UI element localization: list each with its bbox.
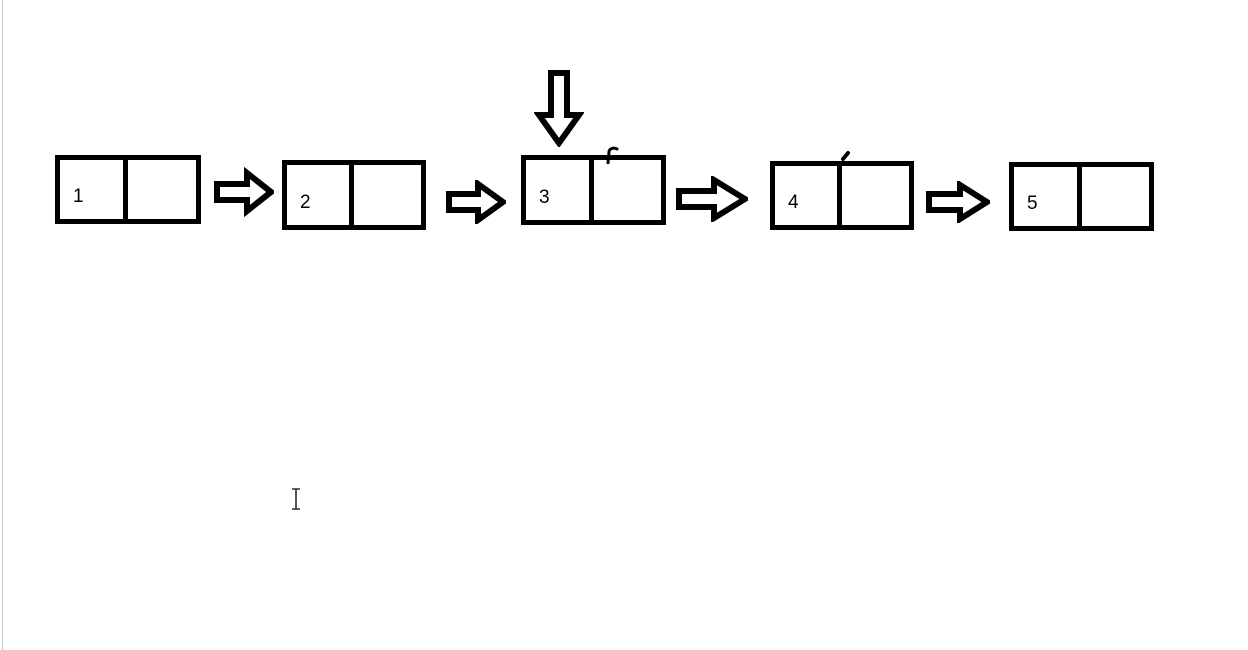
node-1-right-cell[interactable]	[128, 160, 196, 219]
node-4-right-cell[interactable]	[842, 166, 909, 225]
arrow-right-icon-node-2-to-3[interactable]	[446, 180, 506, 224]
node-4-left-cell[interactable]: 4	[775, 166, 842, 225]
node-5-label: 5	[1027, 193, 1038, 214]
node-5-right-cell[interactable]	[1082, 167, 1150, 226]
arrow-down-icon-pointing-at-node-3[interactable]	[534, 69, 584, 147]
node-box-2[interactable]: 2	[282, 160, 426, 230]
node-box-4[interactable]: 4	[770, 161, 914, 230]
ink-dot-mark-above-node-4	[840, 151, 854, 163]
node-5-left-cell[interactable]: 5	[1014, 167, 1082, 226]
node-3-label: 3	[539, 186, 550, 208]
node-2-left-cell[interactable]: 2	[287, 165, 354, 225]
node-2-right-cell[interactable]	[354, 165, 421, 225]
node-2-label: 2	[300, 191, 311, 213]
arrow-right-icon-node-3-to-4[interactable]	[676, 176, 748, 222]
arrow-right-icon-node-4-to-5[interactable]	[926, 181, 990, 223]
node-4-label: 4	[788, 192, 799, 213]
arrow-right-icon-node-1-to-2[interactable]	[214, 167, 274, 217]
node-box-3[interactable]: 3	[521, 155, 666, 225]
node-box-5[interactable]: 5	[1009, 162, 1154, 231]
node-3-right-cell[interactable]	[594, 160, 662, 220]
text-caret-cursor	[290, 487, 302, 511]
ink-hook-mark-above-node-3	[600, 146, 624, 164]
page-left-rule	[2, 0, 3, 650]
node-1-label: 1	[73, 186, 84, 207]
node-3-left-cell[interactable]: 3	[526, 160, 594, 220]
node-1-left-cell[interactable]: 1	[60, 160, 128, 219]
node-box-1[interactable]: 1	[55, 155, 201, 224]
